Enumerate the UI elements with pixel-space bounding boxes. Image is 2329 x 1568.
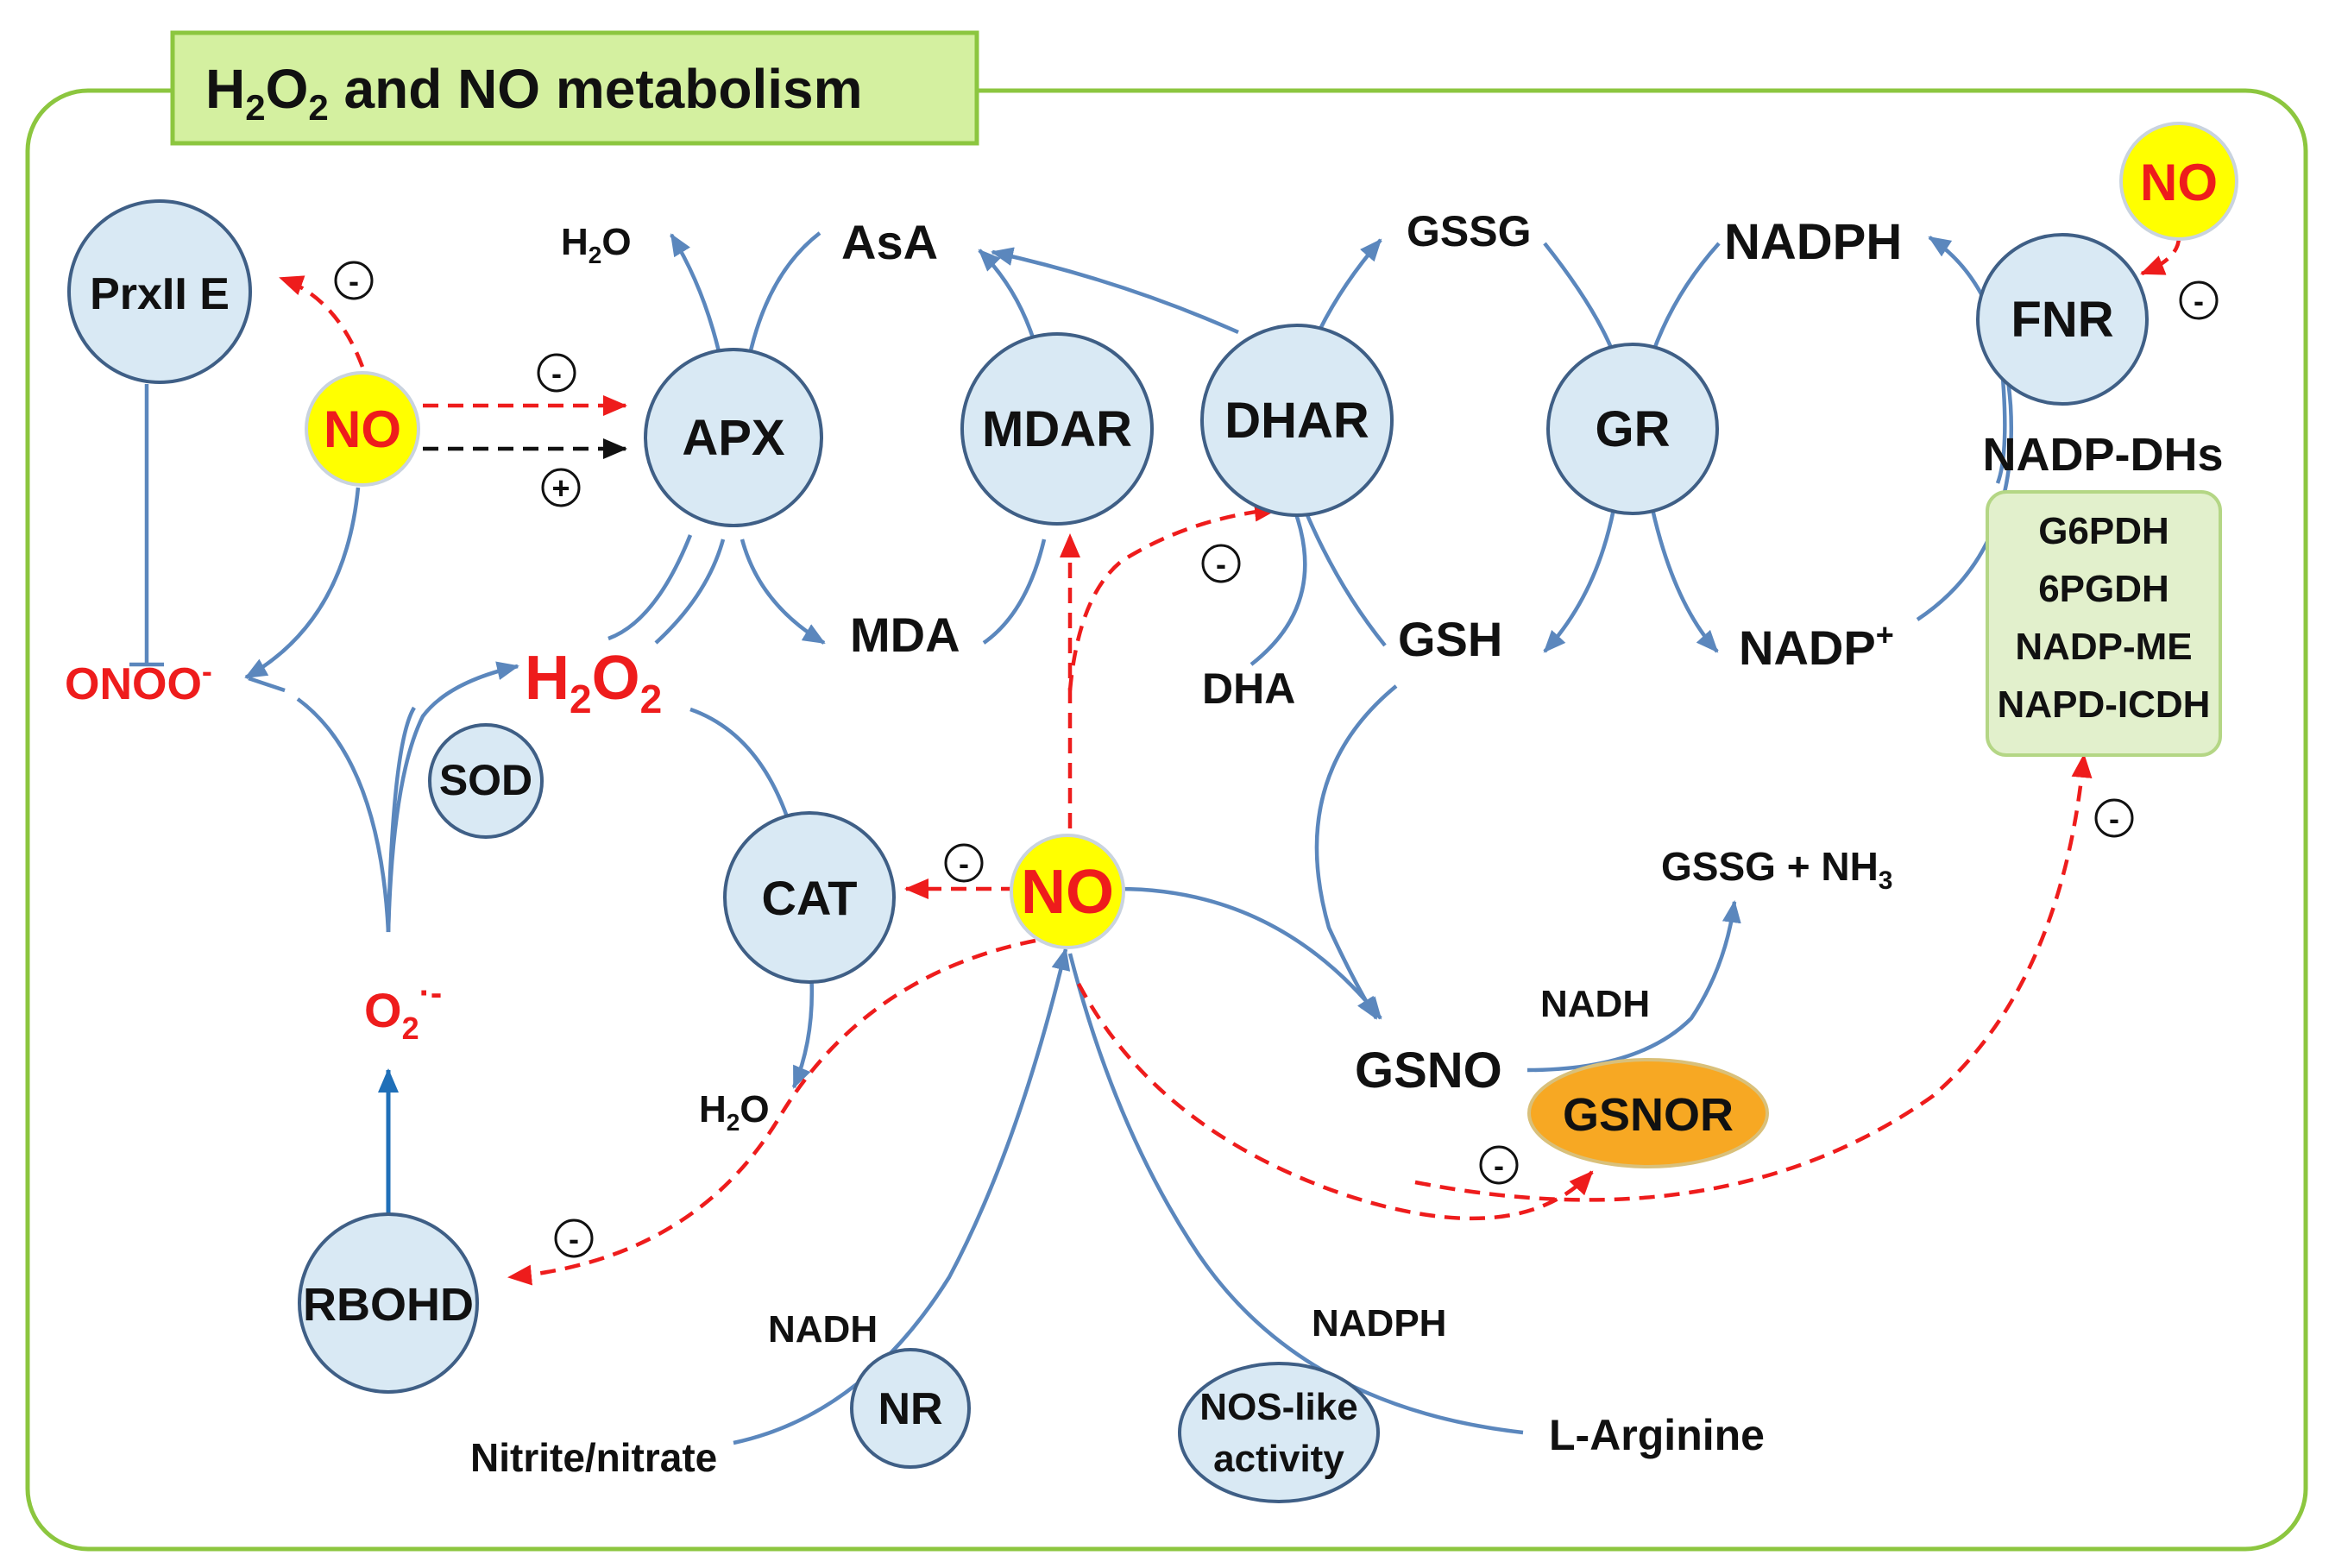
svg-text:-: - (2194, 283, 2204, 318)
metabolite-labels: H2O AsA GSSG NADPH MDA DHA GSH NADP+ ONO… (65, 207, 1902, 1480)
dha-label: DHA (1202, 664, 1295, 713)
title-o: O (266, 58, 309, 120)
enzyme-dhar: DHAR (1200, 324, 1394, 517)
gssg-nh3-label: GSSG + NH3 (1661, 844, 1892, 895)
no-label-center: NO (1021, 858, 1114, 927)
minus-sign-nadp-dhs: - (2094, 798, 2134, 838)
no-node-right: NO (2119, 122, 2238, 241)
superoxide-label: O2·- (364, 974, 442, 1046)
enzyme-sod: SOD (428, 723, 544, 839)
svg-text:-: - (1216, 546, 1226, 582)
nr-label: NR (878, 1384, 942, 1434)
fnr-label: FNR (2011, 292, 2113, 348)
regulation-arrows (279, 236, 2181, 1286)
svg-text:H2O2 and NO metabolism: H2O2 and NO metabolism (205, 58, 863, 128)
svg-text:-: - (959, 846, 969, 881)
apx-label: APX (682, 410, 785, 466)
minus-sign-apx: - (537, 353, 576, 393)
enzyme-nos-like: NOS-like activity (1178, 1362, 1380, 1503)
enzyme-cat: CAT (723, 811, 896, 984)
plus-sign-apx: + (541, 468, 581, 507)
gr-label: GR (1596, 401, 1671, 457)
nos-label-line2: activity (1213, 1438, 1344, 1480)
minus-sign-prxiie: - (334, 261, 374, 300)
enzyme-mdar: MDAR (960, 332, 1154, 526)
pathway-lines (129, 231, 2013, 1445)
nadp-dhs-box (1986, 490, 2222, 757)
title-sub1: 2 (245, 87, 265, 128)
svg-text:-: - (349, 263, 359, 299)
title-text: and NO metabolism (329, 58, 863, 120)
nadp-plus-label: NADP+ (1739, 617, 1894, 675)
dhar-label: DHAR (1224, 393, 1369, 449)
gsh-label: GSH (1398, 612, 1502, 666)
rbohd-label: RBOHD (303, 1279, 474, 1331)
nadph-nos-label: NADPH (1312, 1302, 1446, 1344)
nadp-dhs-item-1: 6PGDH (2038, 568, 2169, 610)
no-node-center: NO (1010, 834, 1125, 949)
h2o-bottom: H2O (699, 1088, 770, 1136)
enzyme-nr: NR (850, 1348, 971, 1469)
svg-text:-: - (2109, 801, 2119, 836)
svg-text:+: + (551, 470, 570, 506)
nadph-top-label: NADPH (1724, 214, 1902, 270)
title-sub2: 2 (308, 87, 328, 128)
enzyme-prxiie: PrxII E (67, 199, 252, 384)
mdar-label: MDAR (982, 401, 1132, 457)
mda-label: MDA (850, 608, 960, 662)
nadh-gsnor-label: NADH (1540, 983, 1650, 1025)
onoo-label: ONOO- (65, 653, 212, 709)
nadh-nr-label: NADH (768, 1308, 878, 1351)
minus-sign-fnr: - (2179, 280, 2219, 320)
title-box: H2O2 and NO metabolism (170, 30, 979, 146)
h2o2-label: H2O2 (525, 644, 662, 721)
arginine-label: L-Arginine (1549, 1411, 1765, 1459)
sign-markers: - - + - - - - - - (334, 261, 2219, 1258)
enzyme-fnr: FNR (1976, 233, 2149, 406)
enzyme-rbohd: RBOHD (298, 1212, 479, 1394)
svg-text:-: - (569, 1221, 579, 1256)
cat-label: CAT (762, 871, 858, 925)
svg-text:-: - (1494, 1148, 1504, 1183)
nos-label-line1: NOS-like (1199, 1386, 1357, 1428)
gsnor-label: GSNOR (1563, 1089, 1734, 1141)
nadp-dhs-item-2: NADP-ME (2015, 626, 2192, 668)
nadp-dhs-group: NADP-DHs G6PDH 6PGDH NADP-ME NAPD-ICDH (1982, 429, 2224, 757)
nadp-dhs-item-0: G6PDH (2038, 510, 2169, 552)
minus-sign-dhar: - (1201, 544, 1241, 583)
enzyme-gr: GR (1546, 343, 1719, 515)
sod-label: SOD (439, 756, 532, 804)
gsno-label: GSNO (1355, 1042, 1502, 1099)
no-label-left: NO (324, 400, 401, 458)
minus-sign-gsnor: - (1479, 1145, 1519, 1185)
nitrite-label: Nitrite/nitrate (470, 1435, 717, 1480)
svg-text:-: - (551, 356, 562, 391)
nadp-dhs-heading: NADP-DHs (1982, 429, 2223, 481)
prxiie-label: PrxII E (90, 269, 230, 319)
no-label-right: NO (2140, 154, 2218, 211)
title-h: H (205, 58, 245, 120)
enzyme-gsnor: GSNOR (1527, 1058, 1769, 1168)
nadp-dhs-item-3: NAPD-ICDH (1998, 683, 2211, 726)
h2o-top: H2O (561, 221, 632, 268)
minus-sign-cat: - (944, 843, 984, 883)
no-node-left: NO (305, 371, 420, 487)
outer-frame (25, 88, 2308, 1552)
gssg-top-label: GSSG (1407, 207, 1531, 255)
minus-sign-rbohd: - (554, 1219, 594, 1258)
asa-label: AsA (841, 215, 938, 269)
enzyme-apx: APX (644, 348, 823, 527)
